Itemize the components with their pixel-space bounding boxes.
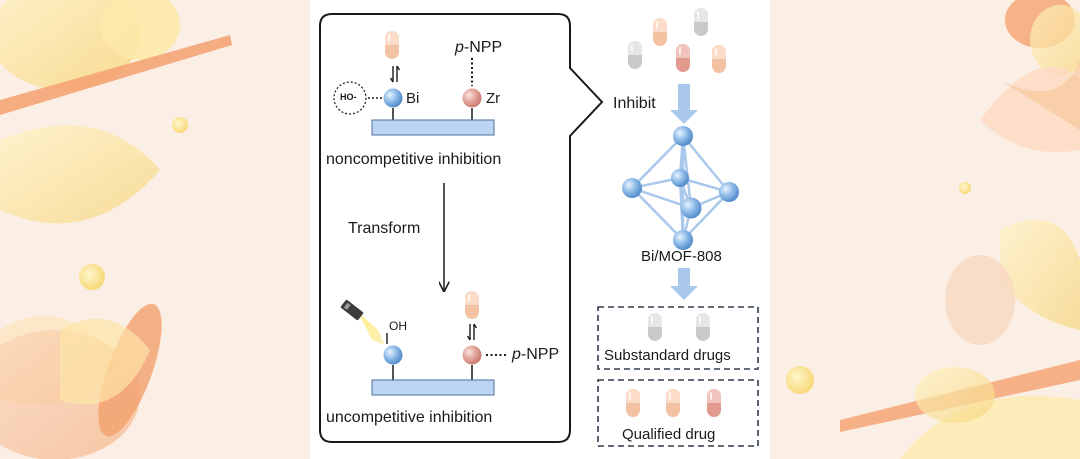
substandard-box xyxy=(597,306,759,370)
equilibrium-arrows-icon xyxy=(389,65,401,83)
inhibit-label: Inhibit xyxy=(613,95,656,112)
mof-structure-icon xyxy=(630,134,731,242)
equilibrium-arrows-icon xyxy=(466,323,478,341)
drug-capsule-icon xyxy=(707,389,721,417)
drug-capsule-icon xyxy=(465,291,479,319)
zr-sphere-icon xyxy=(462,88,482,108)
drug-capsule-icon xyxy=(676,44,690,72)
bi-sphere-icon xyxy=(383,345,403,365)
zr-site-label: Zr xyxy=(486,90,501,107)
substrate-label-bottom: p-NPP xyxy=(512,346,560,363)
noncompetitive-label: noncompetitive inhibition xyxy=(326,151,502,168)
mof-label: Bi/MOF-808 xyxy=(641,248,722,265)
qualified-box xyxy=(597,379,759,447)
drug-capsule-icon xyxy=(628,41,642,69)
qualified-label: Qualified drug xyxy=(622,426,716,443)
flow-arrow-icon xyxy=(670,268,698,300)
drug-capsule-icon xyxy=(385,31,399,59)
uncompetitive-label: uncompetitive inhibition xyxy=(326,409,493,426)
drug-capsule-icon xyxy=(712,45,726,73)
support-plate xyxy=(371,379,495,396)
bi-site-label: Bi xyxy=(406,90,420,107)
hydroxyl-label: HO- xyxy=(340,92,357,102)
zr-sphere-icon xyxy=(462,345,482,365)
flow-arrow-icon xyxy=(670,84,698,124)
drug-capsule-icon xyxy=(696,313,710,341)
substandard-label: Substandard drugs xyxy=(604,347,731,364)
drug-capsule-icon xyxy=(648,313,662,341)
hydroxyl-circle-icon xyxy=(333,81,367,115)
drug-capsule-icon xyxy=(694,8,708,36)
drug-capsule-icon xyxy=(626,389,640,417)
hydroxyl-oh-label: OH xyxy=(389,319,407,333)
drug-capsule-icon xyxy=(653,18,667,46)
bi-sphere-icon xyxy=(383,88,403,108)
transform-label: Transform xyxy=(348,220,421,237)
support-plate xyxy=(371,119,495,136)
flashlight-icon xyxy=(340,299,385,345)
substrate-label-top: p-NPP xyxy=(455,39,503,56)
drug-capsule-icon xyxy=(666,389,680,417)
